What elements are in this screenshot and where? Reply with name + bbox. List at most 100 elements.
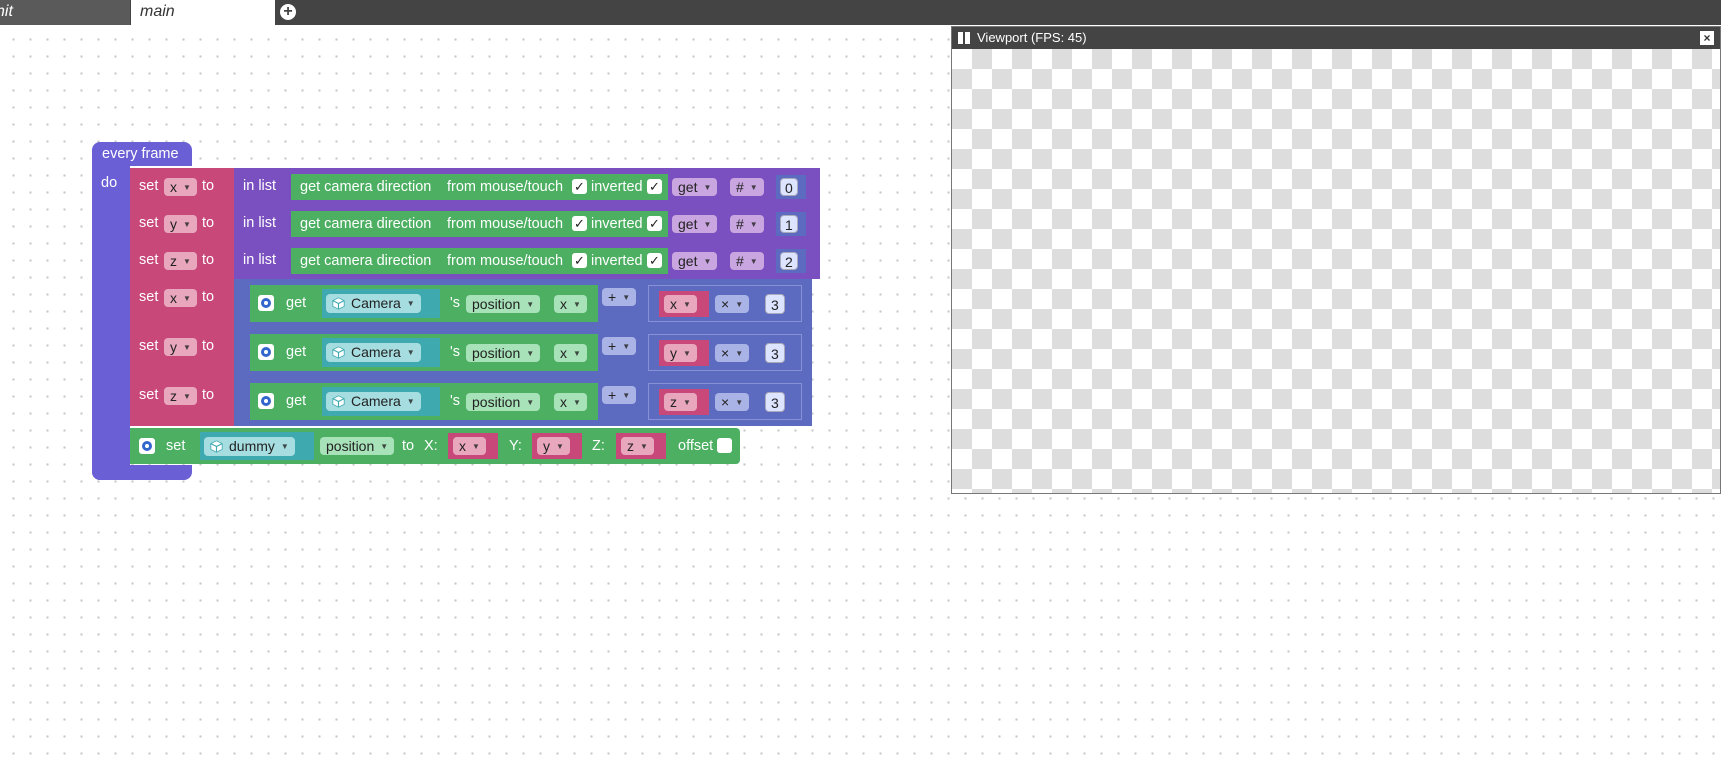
variable-dropdown[interactable]: z▼	[621, 437, 654, 455]
index-number-field[interactable]: 0	[780, 178, 798, 196]
number-block[interactable]: 3	[759, 291, 793, 317]
possessive-label: 's	[450, 295, 461, 311]
operator-dropdown[interactable]: ×▼	[715, 295, 750, 313]
get-object-property-block[interactable]: get Camera▼ 's position▼ x▼	[250, 334, 598, 371]
object-dropdown[interactable]: dummy▼	[204, 437, 295, 456]
from-mouse-touch-checkbox[interactable]: ✓	[572, 179, 587, 194]
axis-dropdown[interactable]: x▼	[554, 295, 587, 313]
variable-dropdown[interactable]: x▼	[453, 437, 486, 455]
set-y-position-block[interactable]: set y▼ to	[130, 328, 234, 377]
property-dropdown[interactable]: position▼	[466, 344, 541, 362]
number-field[interactable]: 3	[765, 392, 785, 412]
camera-direction-block[interactable]: get camera direction from mouse/touch ✓ …	[291, 174, 668, 200]
offset-checkbox[interactable]	[717, 438, 732, 453]
object-dropdown[interactable]: Camera▼	[326, 294, 421, 313]
camera-object-block[interactable]: Camera▼	[322, 289, 440, 318]
set-y-list-block[interactable]: set y▼ to	[130, 205, 234, 242]
number-field[interactable]: 3	[765, 343, 785, 363]
variable-dropdown[interactable]: z▼	[664, 393, 697, 411]
inverted-checkbox[interactable]: ✓	[647, 216, 662, 231]
close-icon[interactable]: ×	[1700, 31, 1714, 45]
from-mouse-touch-checkbox[interactable]: ✓	[572, 216, 587, 231]
add-tab-icon[interactable]: +	[280, 4, 296, 20]
in-list-block[interactable]: in list get camera direction from mouse/…	[234, 242, 820, 279]
add-math-block[interactable]: get Camera▼ 's position▼ x▼ +▼ x▼ ×▼ 3	[234, 279, 812, 328]
multiply-math-block[interactable]: z▼ ×▼ 3	[648, 383, 802, 420]
list-mode-dropdown[interactable]: get▼	[672, 252, 718, 270]
list-mode-dropdown[interactable]: get▼	[672, 178, 718, 196]
variable-getter-block[interactable]: x▼	[448, 433, 498, 459]
variable-dropdown[interactable]: y▼	[164, 215, 197, 233]
gear-icon[interactable]	[258, 295, 274, 311]
index-number-block[interactable]: 0	[776, 175, 806, 199]
camera-object-block[interactable]: Camera▼	[322, 387, 440, 416]
object-dropdown[interactable]: Camera▼	[326, 343, 421, 362]
variable-getter-block[interactable]: z▼	[616, 433, 666, 459]
axis-dropdown[interactable]: x▼	[554, 393, 587, 411]
operator-dropdown[interactable]: +▼	[602, 386, 637, 404]
add-math-block[interactable]: get Camera▼ 's position▼ x▼ +▼ y▼ ×▼ 3	[234, 328, 812, 377]
to-label: to	[402, 438, 415, 454]
tab-main[interactable]: main	[131, 0, 275, 25]
set-x-list-block[interactable]: set x▼ to	[130, 168, 234, 205]
in-list-block[interactable]: in list get camera direction from mouse/…	[234, 168, 820, 205]
variable-dropdown[interactable]: y▼	[664, 344, 697, 362]
property-dropdown[interactable]: position▼	[466, 295, 541, 313]
variable-dropdown[interactable]: z▼	[164, 387, 197, 405]
variable-dropdown[interactable]: x▼	[164, 178, 197, 196]
every-frame-block[interactable]: every frame	[92, 142, 192, 166]
variable-dropdown[interactable]: z▼	[164, 252, 197, 270]
index-number-block[interactable]: 1	[776, 212, 806, 236]
get-object-property-block[interactable]: get Camera▼ 's position▼ x▼	[250, 285, 598, 322]
tab-init[interactable]: nit	[0, 0, 130, 25]
viewport-canvas[interactable]	[952, 49, 1720, 493]
variable-getter-block[interactable]: y▼	[659, 340, 709, 366]
variable-getter-block[interactable]: y▼	[532, 433, 582, 459]
camera-direction-block[interactable]: get camera direction from mouse/touch ✓ …	[291, 248, 668, 274]
variable-dropdown[interactable]: x▼	[664, 295, 697, 313]
set-x-position-block[interactable]: set x▼ to	[130, 279, 234, 328]
add-math-block[interactable]: get Camera▼ 's position▼ x▼ +▼ z▼ ×▼ 3	[234, 377, 812, 426]
number-field[interactable]: 3	[765, 294, 785, 314]
chevron-down-icon: ▼	[735, 398, 744, 408]
operator-dropdown[interactable]: ×▼	[715, 344, 750, 362]
gear-icon[interactable]	[258, 344, 274, 360]
list-where-dropdown[interactable]: #▼	[730, 215, 764, 233]
variable-getter-block[interactable]: x▼	[659, 291, 709, 317]
set-object-position-block[interactable]: set dummy▼ position▼ to X: x▼ Y: y▼ Z: z…	[130, 428, 740, 464]
set-z-position-block[interactable]: set z▼ to	[130, 377, 234, 426]
list-where-dropdown[interactable]: #▼	[730, 252, 764, 270]
number-block[interactable]: 3	[759, 340, 793, 366]
operator-dropdown[interactable]: +▼	[602, 288, 637, 306]
multiply-math-block[interactable]: y▼ ×▼ 3	[648, 334, 802, 371]
camera-direction-block[interactable]: get camera direction from mouse/touch ✓ …	[291, 211, 668, 237]
axis-dropdown[interactable]: x▼	[554, 344, 587, 362]
gear-icon[interactable]	[139, 438, 155, 454]
gear-icon[interactable]	[258, 393, 274, 409]
from-mouse-touch-checkbox[interactable]: ✓	[572, 253, 587, 268]
multiply-math-block[interactable]: x▼ ×▼ 3	[648, 285, 802, 322]
inverted-checkbox[interactable]: ✓	[647, 253, 662, 268]
in-list-block[interactable]: in list get camera direction from mouse/…	[234, 205, 820, 242]
index-number-field[interactable]: 1	[780, 215, 798, 233]
variable-getter-block[interactable]: z▼	[659, 389, 709, 415]
object-dropdown[interactable]: Camera▼	[326, 392, 421, 411]
set-z-list-block[interactable]: set z▼ to	[130, 242, 234, 279]
number-block[interactable]: 3	[759, 389, 793, 415]
camera-object-block[interactable]: Camera▼	[322, 338, 440, 367]
variable-dropdown[interactable]: y▼	[164, 338, 197, 356]
get-object-property-block[interactable]: get Camera▼ 's position▼ x▼	[250, 383, 598, 420]
operator-dropdown[interactable]: +▼	[602, 337, 637, 355]
index-number-field[interactable]: 2	[780, 252, 798, 270]
variable-dropdown[interactable]: y▼	[537, 437, 570, 455]
operator-dropdown[interactable]: ×▼	[715, 393, 750, 411]
dummy-object-block[interactable]: dummy▼	[200, 432, 314, 460]
variable-dropdown[interactable]: x▼	[164, 289, 197, 307]
pause-icon[interactable]	[958, 32, 971, 44]
property-dropdown[interactable]: position▼	[466, 393, 541, 411]
list-mode-dropdown[interactable]: get▼	[672, 215, 718, 233]
index-number-block[interactable]: 2	[776, 249, 806, 273]
inverted-checkbox[interactable]: ✓	[647, 179, 662, 194]
list-where-dropdown[interactable]: #▼	[730, 178, 764, 196]
property-dropdown[interactable]: position▼	[320, 437, 395, 455]
